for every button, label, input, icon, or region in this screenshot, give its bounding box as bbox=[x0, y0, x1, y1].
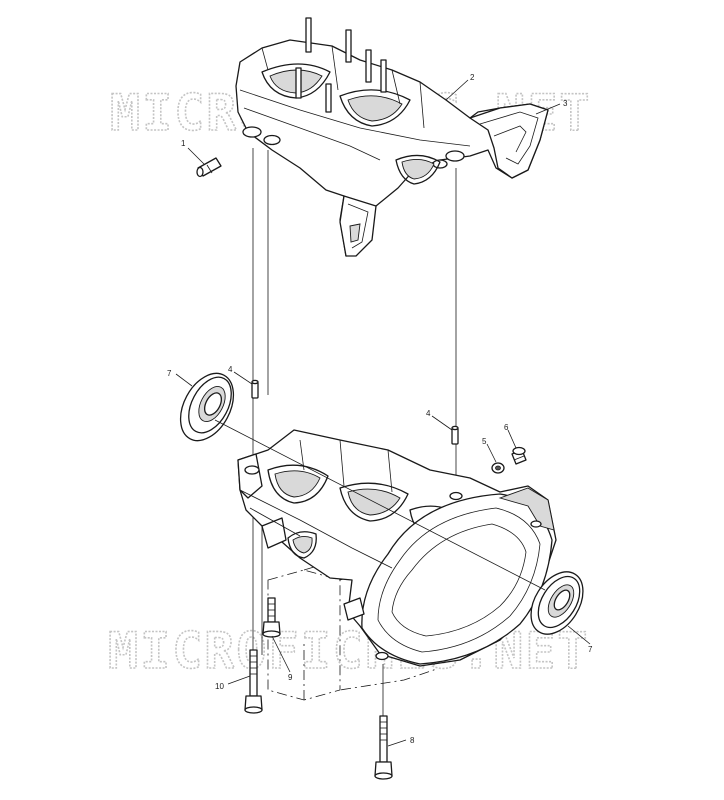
callout-8: 8 bbox=[410, 736, 415, 745]
dowel-sleeve-right bbox=[451, 425, 459, 445]
callout-10: 10 bbox=[215, 682, 224, 691]
callout-labels: 1 2 3 4 4 5 6 7 7 8 9 10 bbox=[167, 73, 593, 745]
watermark-bottom: MICROFICHES.NET bbox=[108, 622, 590, 680]
oil-seal-left bbox=[179, 372, 235, 442]
dowel-sleeve-left bbox=[251, 379, 259, 399]
callout-1: 1 bbox=[181, 139, 186, 148]
drain-plug bbox=[511, 446, 527, 465]
callout-2: 2 bbox=[470, 73, 475, 82]
lower-crankcase bbox=[237, 429, 557, 701]
callout-3: 3 bbox=[563, 99, 568, 108]
callout-7-left: 7 bbox=[167, 369, 172, 378]
callout-4-right: 4 bbox=[426, 409, 431, 418]
oil-seal-right bbox=[530, 571, 584, 635]
sealing-washer bbox=[491, 462, 505, 474]
callout-7-right: 7 bbox=[588, 645, 593, 654]
callout-4-left: 4 bbox=[228, 365, 233, 374]
callout-9: 9 bbox=[288, 673, 293, 682]
callout-5: 5 bbox=[482, 437, 487, 446]
cylinder-studs bbox=[295, 17, 387, 113]
callout-6: 6 bbox=[504, 423, 509, 432]
long-bolt-left bbox=[244, 649, 263, 714]
callout-leaders bbox=[175, 79, 591, 747]
long-bolt-bottom bbox=[374, 664, 393, 780]
short-bolt bbox=[262, 597, 281, 638]
intake-flange bbox=[469, 103, 549, 179]
dowel-pin bbox=[196, 157, 222, 178]
upper-crankcase bbox=[235, 17, 549, 257]
